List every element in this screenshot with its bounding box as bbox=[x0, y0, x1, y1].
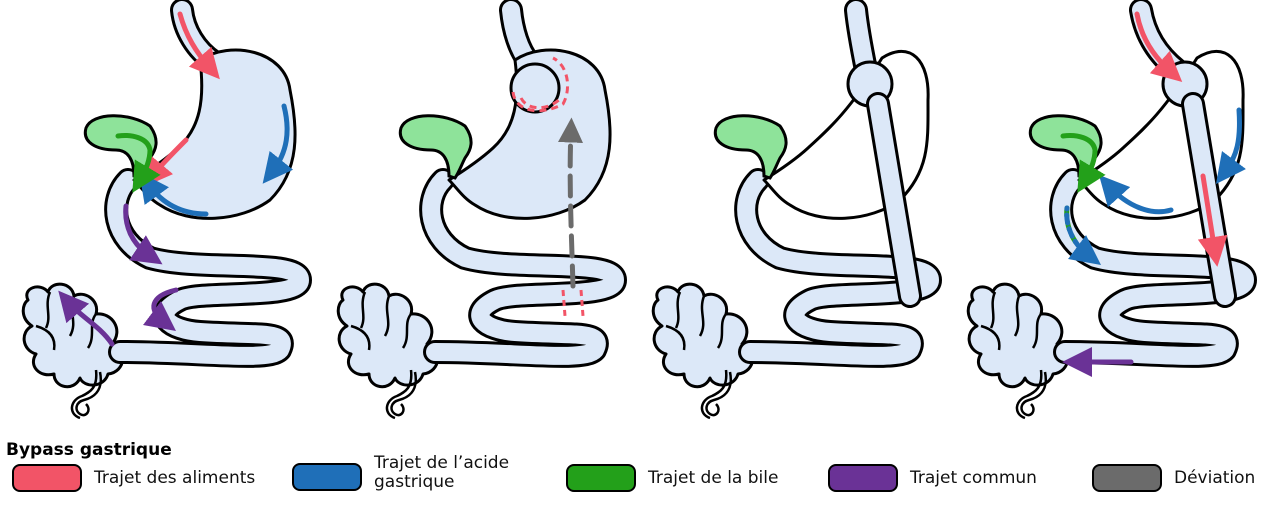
legend-label: Déviation bbox=[1174, 469, 1255, 488]
legend-title: Bypass gastrique bbox=[6, 440, 172, 460]
deviation-swatch bbox=[1092, 464, 1162, 492]
legend-item-bile: Trajet de la bile bbox=[566, 464, 778, 492]
acid-path-swatch bbox=[292, 463, 362, 491]
panel-surgical-plan bbox=[338, 10, 615, 418]
gallbladder bbox=[715, 116, 786, 178]
colon bbox=[653, 284, 753, 418]
legend-item-deviation: Déviation bbox=[1092, 464, 1255, 492]
common-path-swatch bbox=[828, 464, 898, 492]
colon bbox=[968, 284, 1068, 418]
panel-normal-anatomy bbox=[23, 10, 300, 418]
colon bbox=[338, 284, 438, 418]
bile-path-swatch bbox=[566, 464, 636, 492]
legend-item-common: Trajet commun bbox=[828, 464, 1037, 492]
legend-label: Trajet des aliments bbox=[94, 469, 255, 488]
legend-label: Trajet commun bbox=[910, 469, 1037, 488]
food-path-swatch bbox=[12, 464, 82, 492]
gallbladder bbox=[400, 116, 471, 178]
legend-label: Trajet de la bile bbox=[648, 469, 778, 488]
legend-item-food: Trajet des aliments bbox=[12, 464, 255, 492]
panel-bypass-flow bbox=[968, 10, 1245, 418]
gastric-bypass-diagram: .organ { fill: #DCE8F8; stroke: #000; st… bbox=[0, 0, 1275, 430]
panel-bypass-anatomy bbox=[653, 10, 930, 418]
